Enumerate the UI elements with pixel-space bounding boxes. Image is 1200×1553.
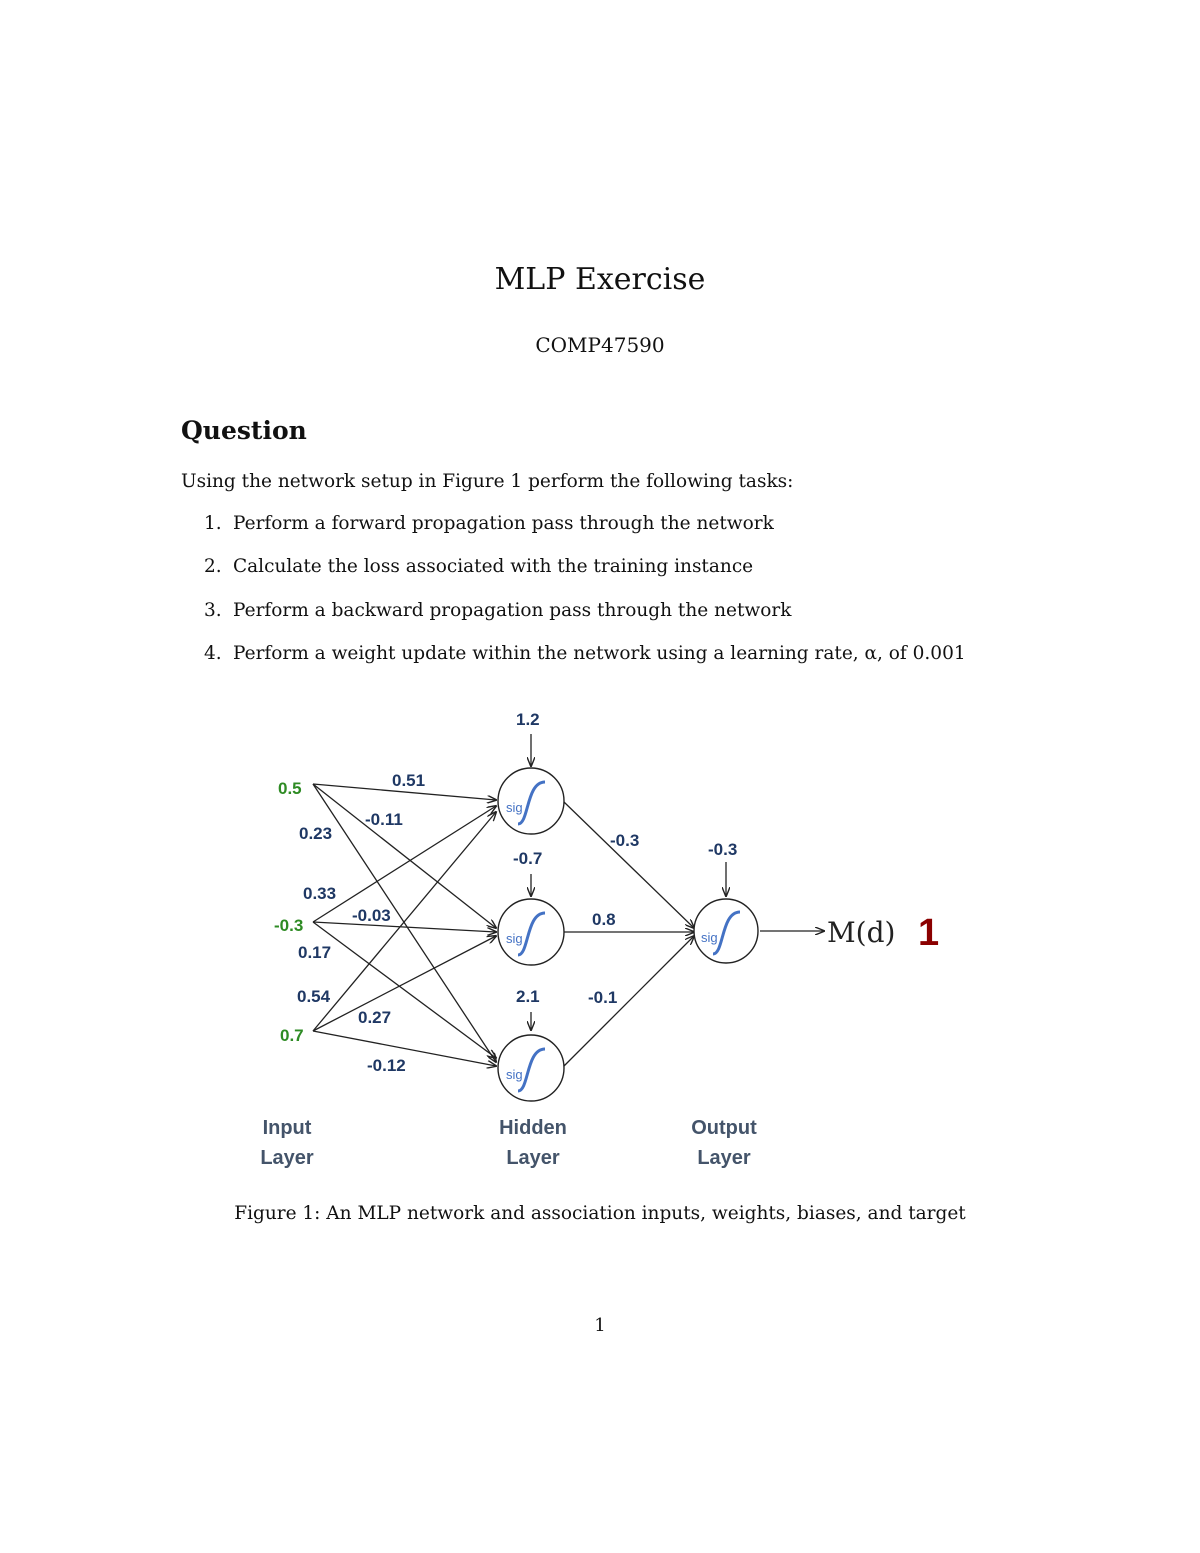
task-text: Perform a weight update within the netwo… xyxy=(233,643,966,664)
layer-label-hidden: Hidden xyxy=(499,1117,567,1139)
activation-label: sig xyxy=(701,930,718,945)
edge-i3-h1 xyxy=(312,812,496,1032)
bias-label: -0.3 xyxy=(708,840,737,859)
task-text: Calculate the loss associated with the t… xyxy=(233,556,754,577)
edge-i3-h3 xyxy=(312,1030,496,1066)
intro-text: Using the network setup in Figure 1 perf… xyxy=(181,471,794,492)
layer-label-output: Output xyxy=(691,1117,757,1139)
input-value: 0.7 xyxy=(280,1026,304,1045)
weight-label: 0.8 xyxy=(592,910,616,929)
task-item: 4. Perform a weight update within the net… xyxy=(204,643,966,664)
weight-label: -0.3 xyxy=(610,831,639,850)
figure-caption: Figure 1: An MLP network and association… xyxy=(234,1203,966,1224)
weight-label: -0.11 xyxy=(365,810,403,829)
sigmoid-curve-icon xyxy=(517,780,546,826)
edge-h1-o xyxy=(563,801,694,928)
edge-i2-h3 xyxy=(312,921,496,1058)
output-neuron: sig xyxy=(693,898,759,964)
hidden-neuron-1: sig xyxy=(497,767,565,835)
bias-label: -0.7 xyxy=(513,849,542,868)
page-number: 1 xyxy=(594,1315,606,1336)
weight-label: 0.33 xyxy=(303,884,336,903)
task-item: 3. Perform a backward propagation pass th… xyxy=(204,600,791,621)
task-number: 3. xyxy=(204,600,222,621)
section-heading: Question xyxy=(181,416,307,445)
activation-label: sig xyxy=(506,931,523,946)
layer-label-input: Layer xyxy=(260,1147,314,1169)
weight-label: 0.51 xyxy=(392,771,425,790)
edge-i1-h3 xyxy=(312,783,496,1062)
weight-label: 0.27 xyxy=(358,1008,391,1027)
task-number: 1. xyxy=(204,513,222,534)
layer-label-input: Input xyxy=(263,1117,312,1139)
weight-label: -0.03 xyxy=(352,906,391,925)
course-code: COMP47590 xyxy=(535,333,665,357)
task-item: 1. Perform a forward propagation pass thr… xyxy=(204,513,774,534)
layer-label-output: Layer xyxy=(697,1147,751,1169)
edge-h3-o xyxy=(563,936,694,1067)
layer-label-hidden: Layer xyxy=(506,1147,560,1169)
weight-label: -0.12 xyxy=(367,1056,406,1075)
task-text: Perform a forward propagation pass throu… xyxy=(233,513,774,534)
activation-label: sig xyxy=(506,1067,523,1082)
mlp-network-diagram: sig sig sig sig 0.5 -0.3 0.7 0.51 0.33 0… xyxy=(260,710,939,1169)
input-value: 0.5 xyxy=(278,779,302,798)
edge-i1-h1 xyxy=(312,783,496,800)
weight-label: 0.23 xyxy=(299,824,332,843)
output-symbol: M(d) xyxy=(827,916,895,949)
connections xyxy=(312,734,824,1067)
task-number: 2. xyxy=(204,556,222,577)
weight-label: 0.54 xyxy=(297,987,331,1006)
task-item: 2. Calculate the loss associated with the… xyxy=(204,556,753,577)
edge-i3-h2 xyxy=(312,936,496,1032)
hidden-neuron-3: sig xyxy=(497,1034,565,1102)
activation-label: sig xyxy=(506,800,523,815)
hidden-neuron-2: sig xyxy=(497,898,565,966)
target-value: 1 xyxy=(918,912,939,954)
bias-label: 2.1 xyxy=(516,987,540,1006)
weight-label: -0.1 xyxy=(588,988,617,1007)
bias-label: 1.2 xyxy=(516,710,540,729)
edge-i2-h2 xyxy=(312,921,496,932)
sigmoid-curve-icon xyxy=(712,910,741,956)
page-title: MLP Exercise xyxy=(494,262,706,297)
task-number: 4. xyxy=(204,643,222,664)
edge-i1-h2 xyxy=(312,783,496,928)
input-value: -0.3 xyxy=(274,916,303,935)
mlp-figure: sig sig sig sig 0.5 -0.3 0.7 0.51 0.33 0… xyxy=(250,700,970,1185)
task-text: Perform a backward propagation pass thro… xyxy=(233,600,792,621)
weight-label: 0.17 xyxy=(298,943,331,962)
sigmoid-curve-icon xyxy=(517,911,546,957)
sigmoid-curve-icon xyxy=(517,1047,546,1093)
edge-i2-h1 xyxy=(312,806,496,923)
